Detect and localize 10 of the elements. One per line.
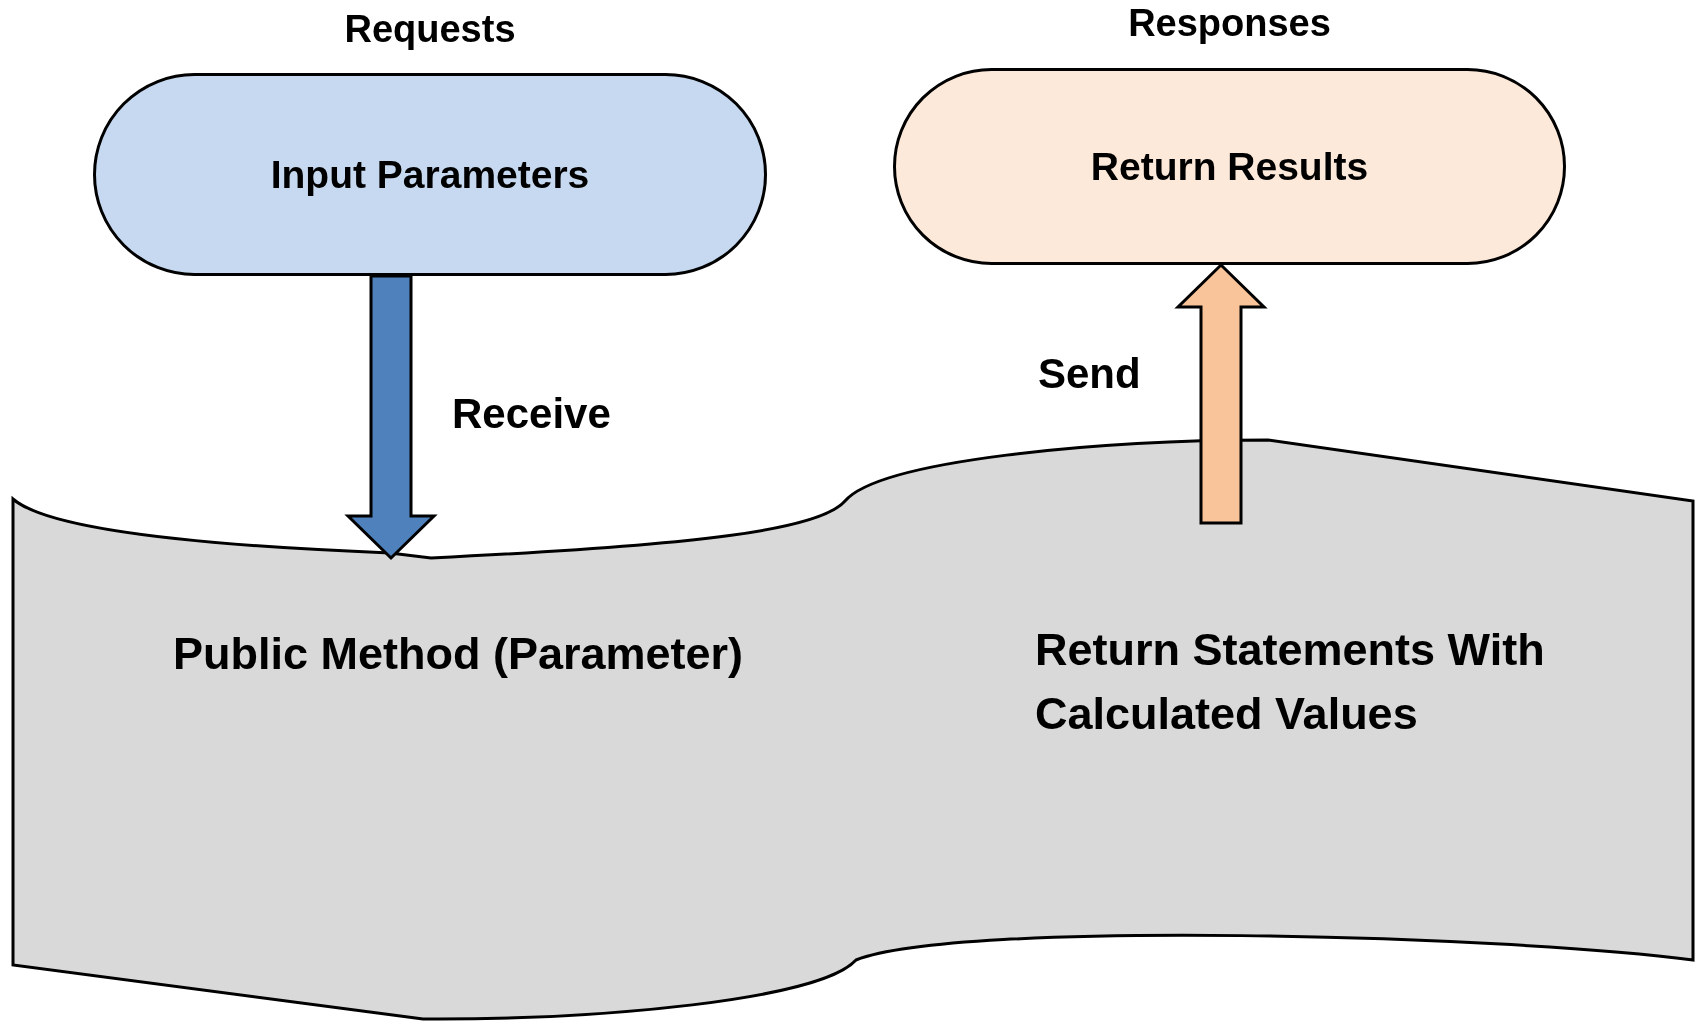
edge-label: Send: [1038, 350, 1141, 398]
block-arrow: [1174, 262, 1268, 525]
edge-label: Receive: [452, 390, 611, 438]
oval-label: Input Parameters: [270, 152, 590, 197]
block-arrow: [344, 274, 438, 561]
oval-label: Return Results: [1090, 144, 1369, 189]
method-text: Public Method (Parameter): [173, 627, 745, 681]
heading-text: Requests: [343, 8, 517, 51]
heading-text: Responses: [1127, 2, 1332, 45]
method-text: Return Statements With Calculated Values: [1035, 623, 1546, 741]
